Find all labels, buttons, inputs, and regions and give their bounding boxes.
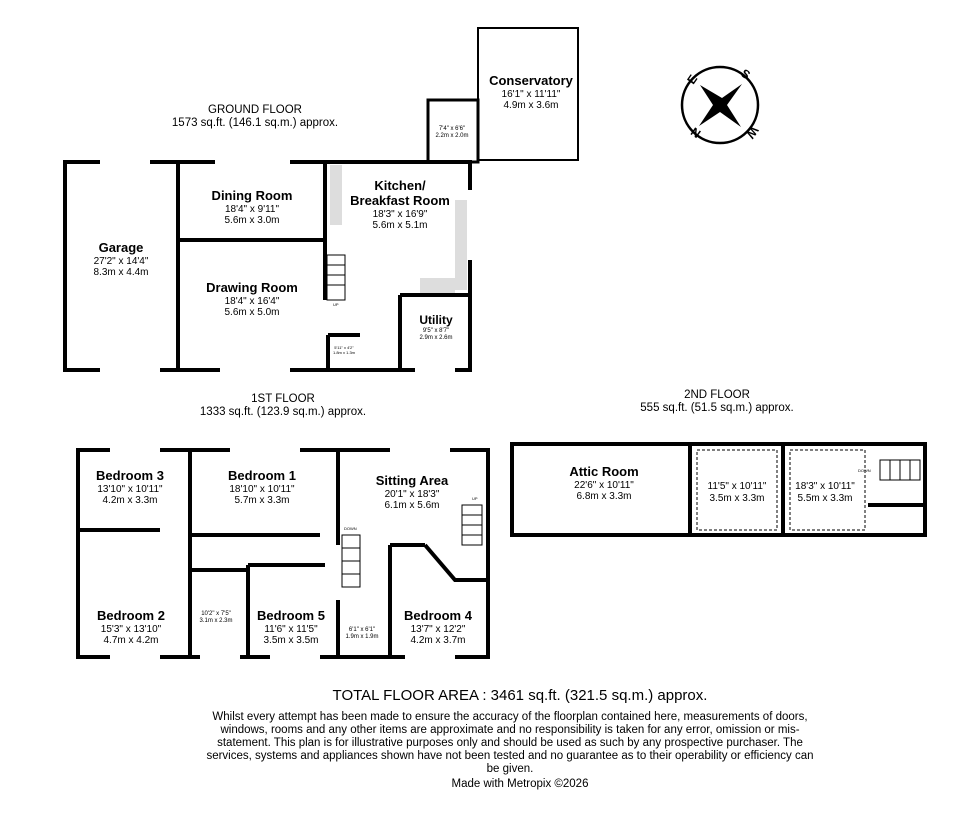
- ground-floor-windows: [100, 159, 473, 373]
- attic-skylights: [696, 449, 866, 531]
- second-floor-title: 2ND FLOOR: [684, 389, 750, 401]
- stairs-up-label: UP: [472, 496, 478, 501]
- room-first-wc: 6'1" x 6'1"1.9m x 1.9m: [345, 627, 379, 640]
- stairs-down-label: DOWN: [344, 526, 357, 531]
- first-floor-windows: [110, 447, 455, 660]
- room-attic-3: 18'3" x 10'11"5.5m x 3.3m: [795, 481, 855, 504]
- ground-floor-area: 1573 sq.ft. (146.1 sq.m.) approx.: [171, 117, 339, 129]
- compass-icon: [680, 65, 760, 145]
- second-floor-stairs: [879, 459, 921, 481]
- ground-floor-stairs: [326, 254, 346, 301]
- room-ground-wc: 5'11" x 4'2"1.8m x 1.3m: [332, 345, 356, 355]
- total-floor-area: TOTAL FLOOR AREA : 3461 sq.ft. (321.5 sq…: [332, 687, 708, 704]
- room-bathroom: 10'2" x 7'5"3.1m x 2.3m: [199, 611, 233, 624]
- stairs-up-label: UP: [333, 302, 339, 307]
- second-floor-walls: [510, 442, 927, 537]
- disclaimer: Whilst every attempt has been made to en…: [206, 711, 814, 775]
- room-attic-2: 11'5" x 10'11"3.5m x 3.3m: [707, 481, 767, 504]
- second-floor-area: 555 sq.ft. (51.5 sq.m.) approx.: [640, 402, 794, 414]
- first-floor-stairs: [341, 504, 483, 588]
- first-floor-area: 1333 sq.ft. (123.9 sq.m.) approx.: [199, 406, 367, 418]
- stairs-down-label: DOWN: [858, 468, 871, 473]
- ground-floor-title: GROUND FLOOR: [208, 104, 302, 116]
- credit: Made with Metropix ©2026: [451, 778, 589, 790]
- room-lobby: 7'4" x 6'6"2.2m x 2.0m: [435, 126, 469, 139]
- first-floor-title: 1ST FLOOR: [251, 393, 315, 405]
- kitchen-units: [330, 165, 467, 293]
